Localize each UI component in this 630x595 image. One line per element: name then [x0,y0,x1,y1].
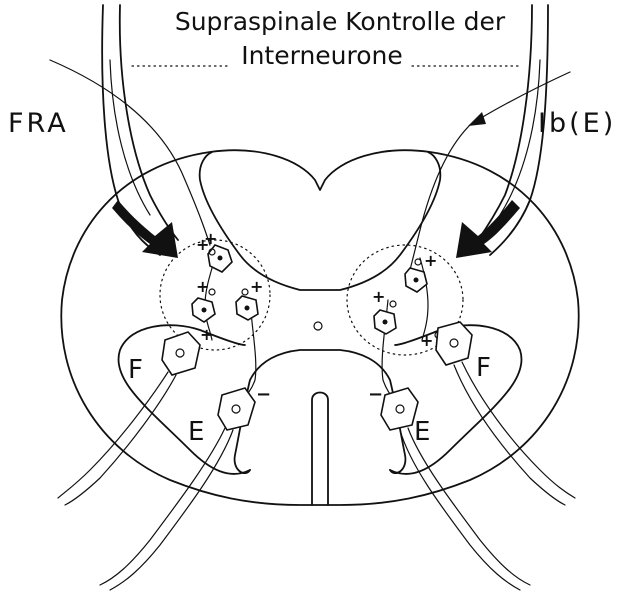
fra-label: FRA [8,108,69,139]
ib-arrow-head [468,112,486,126]
motoneuron-extensor-left [100,388,255,590]
label-extensor-left: E [188,417,204,447]
sign-plus-7: + [372,287,385,306]
arrow-head-left [112,200,178,258]
motoneuron-extensor-right [381,388,530,590]
anterior-fissure [312,393,328,506]
label-extensor-right: E [414,417,430,447]
motoneuron-flexor-right [436,322,575,505]
title-line-1: Supraspinale Kontrolle der [175,7,506,36]
sign-plus-5: + [200,325,213,344]
sign-minus-left: − [256,384,271,405]
sign-plus-3: + [196,277,209,296]
ib-label: Ib(E) [538,108,616,139]
supraspinal-tract-left [102,5,178,258]
sign-plus-2: + [204,229,217,248]
title-line-2: Interneurone [241,41,403,70]
sign-plus-8: + [420,331,433,350]
sign-plus-4: + [250,277,263,296]
supraspinal-tract-right [456,5,548,258]
sign-minus-right: − [368,384,383,405]
label-flexor-right: F [476,353,491,383]
arrow-head-right [456,200,520,258]
sign-plus-6: + [424,251,437,270]
central-canal [314,322,322,330]
label-flexor-left: F [128,355,143,385]
